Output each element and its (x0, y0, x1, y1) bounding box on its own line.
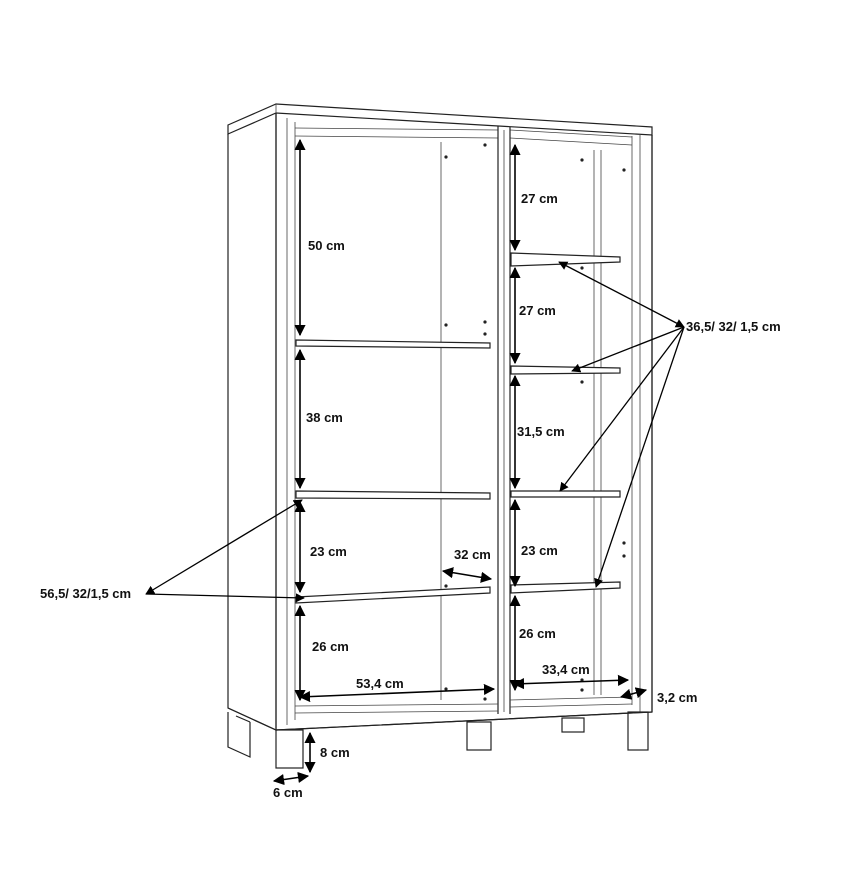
right-compartment-label: 31,5 cm (517, 424, 565, 439)
right-shelf (510, 252, 621, 267)
right-compartment-label: 27 cm (521, 191, 558, 206)
cabinet-legs (227, 711, 649, 769)
base-offset-label: 3,2 cm (657, 690, 697, 705)
left-shelf (295, 490, 491, 500)
right-shelf (510, 581, 621, 594)
left-shelf (295, 339, 491, 349)
right-shelf-callout (558, 261, 685, 588)
left-compartment-label: 38 cm (306, 410, 343, 425)
left-compartment-label: 50 cm (308, 238, 345, 253)
shelf-pin-holes (444, 143, 626, 701)
right-shelf (510, 365, 621, 375)
leg-width-label: 6 cm (273, 785, 303, 800)
right-compartment-label: 23 cm (521, 543, 558, 558)
right-width-label: 33,4 cm (542, 662, 590, 677)
left-width-label: 53,4 cm (356, 676, 404, 691)
base-offset-arrow (619, 687, 648, 700)
left-shelf-callout (145, 499, 305, 603)
right-shelf (510, 490, 621, 498)
shelf-depth-label: 32 cm (454, 547, 491, 562)
shelf-depth-arrow (441, 567, 493, 583)
leg (466, 721, 492, 751)
leg (275, 729, 304, 769)
left-shelf-size-label: 56,5/ 32/1,5 cm (40, 586, 131, 601)
left-shelf (295, 586, 491, 604)
leg (561, 717, 585, 733)
leg (227, 712, 251, 758)
left-shelves (295, 339, 491, 604)
cabinet-top-panel (227, 103, 653, 136)
cabinet-body (227, 103, 653, 731)
leg-width-arrow (272, 771, 310, 786)
left-compartment-label: 26 cm (312, 639, 349, 654)
left-compartment-label: 23 cm (310, 544, 347, 559)
cabinet-side-panel (227, 113, 277, 731)
leg (627, 711, 649, 751)
left-width-arrow (298, 683, 496, 703)
right-shelf-size-label: 36,5/ 32/ 1,5 cm (686, 319, 781, 334)
right-width-arrow (512, 674, 630, 690)
right-compartment-label: 26 cm (519, 626, 556, 641)
right-compartment-label: 27 cm (519, 303, 556, 318)
leg-height-label: 8 cm (320, 745, 350, 760)
